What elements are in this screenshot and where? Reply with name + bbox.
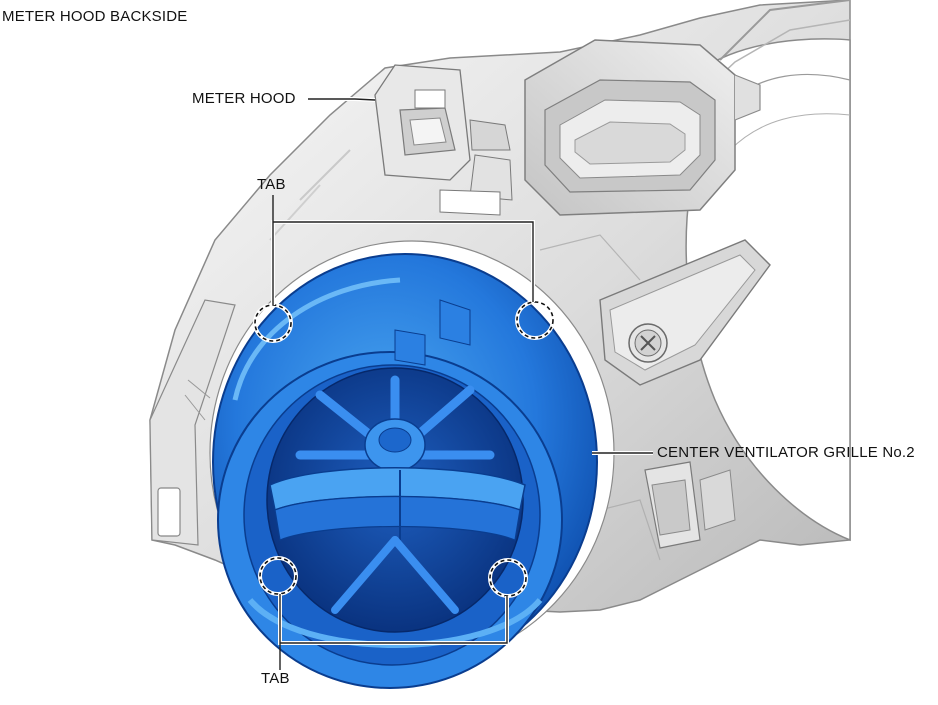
label-center-ventilator-grille: CENTER VENTILATOR GRILLE No.2 (657, 444, 915, 461)
hood-lower-clip (644, 461, 736, 549)
leader-meter-hood (308, 98, 376, 101)
label-meter-hood: METER HOOD (192, 90, 296, 107)
hood-left-slot (157, 487, 181, 537)
label-tab-upper: TAB (257, 176, 286, 193)
figure-title: METER HOOD BACKSIDE (2, 8, 188, 25)
label-tab-lower: TAB (261, 670, 290, 687)
center-ventilator-grille (209, 240, 615, 689)
hood-clip-bracket (374, 64, 513, 216)
hood-duct (524, 39, 761, 216)
hood-screw-bracket (599, 239, 771, 386)
hood-left-flange (149, 299, 236, 546)
